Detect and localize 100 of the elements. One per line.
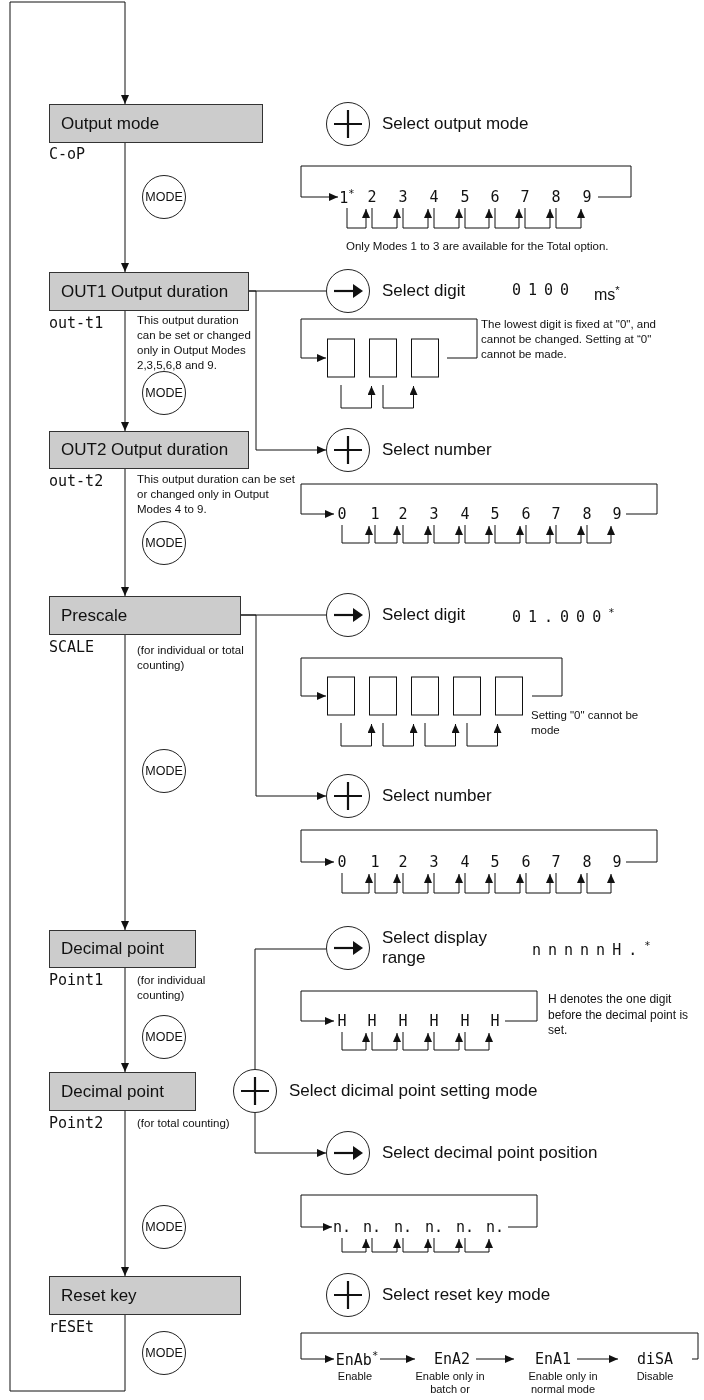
step-label: Select digit xyxy=(382,280,466,302)
option-caption: Enable xyxy=(336,1370,374,1383)
display-digit: EnA2 xyxy=(433,1351,471,1367)
note-text: (for total counting) xyxy=(137,1116,231,1131)
display-digit: EnA1 xyxy=(534,1351,572,1367)
display-value: nnnnnH.$^{*}$ xyxy=(532,940,658,958)
step-label: Select decimal point position xyxy=(382,1142,598,1164)
display-digit: n. xyxy=(362,1219,382,1235)
display-digit: 9 xyxy=(612,506,622,522)
note-text: The lowest digit is fixed at "0", and cannot be changed. Setting at “0" cannot be made. xyxy=(481,317,657,362)
step-label: Select digit xyxy=(382,604,466,626)
display-code: Point2 xyxy=(49,1116,104,1131)
connector-arrow xyxy=(248,290,327,454)
note-text: Only Modes 1 to 3 are available for the Total option. xyxy=(346,239,610,254)
display-digit: n. xyxy=(332,1219,352,1235)
mode-key: MODE xyxy=(142,175,186,219)
connector-arrow xyxy=(9,1,129,1392)
mode-key: MODE xyxy=(142,1015,186,1059)
display-digit: 2 xyxy=(398,854,408,870)
process-box: Reset key xyxy=(49,1276,241,1315)
display-digit: 1 xyxy=(370,854,380,870)
display-digit: 0 xyxy=(337,506,347,522)
process-box: OUT2 Output duration xyxy=(49,431,249,469)
step-label: Select number xyxy=(382,439,492,461)
connector-arrow xyxy=(121,468,129,597)
display-digit: 8 xyxy=(582,854,592,870)
display-digit: 4 xyxy=(460,854,470,870)
display-digit: 6 xyxy=(490,189,500,205)
display-digit: 1 xyxy=(370,506,380,522)
mode-key: MODE xyxy=(142,1331,186,1375)
display-digit: 4 xyxy=(429,189,439,205)
display-digit: 8 xyxy=(582,506,592,522)
display-digit: 4 xyxy=(460,506,470,522)
display-digit: 3 xyxy=(398,189,408,205)
display-digit: 5 xyxy=(490,854,500,870)
process-box: Decimal point xyxy=(49,930,196,968)
display-value: 0100 xyxy=(512,283,577,298)
option-caption: Enable only in normal mode xyxy=(527,1370,599,1396)
note-text: This output duration can be set or changed only in Output Modes 4 to 9. xyxy=(137,472,296,517)
display-digit: H xyxy=(367,1013,377,1029)
display-digit: 2 xyxy=(398,506,408,522)
step-label: Select output mode xyxy=(382,113,529,135)
display-digit: H xyxy=(490,1013,500,1029)
display-digit: 1$^{*}$ xyxy=(339,188,355,206)
note-text: (for individual counting) xyxy=(137,973,207,1003)
note-text: Setting "0" cannot be mode xyxy=(531,708,640,738)
display-digit: 2 xyxy=(367,189,377,205)
step-label: Select dicimal point setting mode xyxy=(289,1080,538,1102)
display-digit: 0 xyxy=(337,854,347,870)
connector-arrow xyxy=(121,967,129,1073)
display-digit: n. xyxy=(455,1219,475,1235)
process-box: Prescale xyxy=(49,596,241,635)
step-label: Select display range xyxy=(382,927,488,969)
display-code: out-t1 xyxy=(49,316,104,331)
display-digit: H xyxy=(398,1013,408,1029)
mode-key: MODE xyxy=(142,1205,186,1249)
display-code: out-t2 xyxy=(49,474,104,489)
display-code: SCALE xyxy=(49,640,95,655)
option-caption: Disable xyxy=(635,1370,675,1383)
process-box: Output mode xyxy=(49,104,263,143)
connector-arrow xyxy=(121,1110,129,1277)
display-value: 01.000$^{*}$ xyxy=(512,607,622,625)
display-digit: 6 xyxy=(521,854,531,870)
display-digit: n. xyxy=(424,1219,444,1235)
display-digit: n. xyxy=(393,1219,413,1235)
note-text: (for individual or total counting) xyxy=(137,643,245,673)
process-box: Decimal point xyxy=(49,1072,196,1111)
display-digit: 7 xyxy=(551,506,561,522)
display-digit: 3 xyxy=(429,506,439,522)
display-digit: diSA xyxy=(636,1351,674,1367)
display-digit: H xyxy=(429,1013,439,1029)
note-text: H denotes the one digit before the decimal point is set. xyxy=(548,992,690,1039)
display-digit: 8 xyxy=(551,189,561,205)
display-code: C-oP xyxy=(49,147,86,162)
step-label: Select number xyxy=(382,785,492,807)
display-digit: EnAb$^{*}$ xyxy=(335,1350,379,1368)
display-digit: n. xyxy=(485,1219,505,1235)
step-label: Select reset key mode xyxy=(382,1284,551,1306)
connector-arrow xyxy=(121,634,129,931)
display-digit: 6 xyxy=(521,506,531,522)
display-code: rESEt xyxy=(49,1320,95,1335)
mode-key: MODE xyxy=(142,521,186,565)
display-digit: 3 xyxy=(429,854,439,870)
display-digit: 9 xyxy=(582,189,592,205)
note-text: This output duration can be set or changed only in Output Modes 2,3,5,6,8 and 9. xyxy=(137,313,252,373)
display-digit: 9 xyxy=(612,854,622,870)
display-digit: H xyxy=(460,1013,470,1029)
connector-arrow xyxy=(121,142,129,273)
display-digit: 5 xyxy=(490,506,500,522)
display-digit: 7 xyxy=(520,189,530,205)
display-digit: 7 xyxy=(551,854,561,870)
display-digit: H xyxy=(337,1013,347,1029)
display-code: Point1 xyxy=(49,973,104,988)
display-digit: 5 xyxy=(460,189,470,205)
unit-label: ms$^{*}$ xyxy=(594,283,620,306)
connector-arrow xyxy=(121,310,129,432)
connector-arrow xyxy=(254,1112,327,1157)
connector-arrow xyxy=(240,614,327,800)
process-box: OUT1 Output duration xyxy=(49,272,249,311)
mode-key: MODE xyxy=(142,749,186,793)
